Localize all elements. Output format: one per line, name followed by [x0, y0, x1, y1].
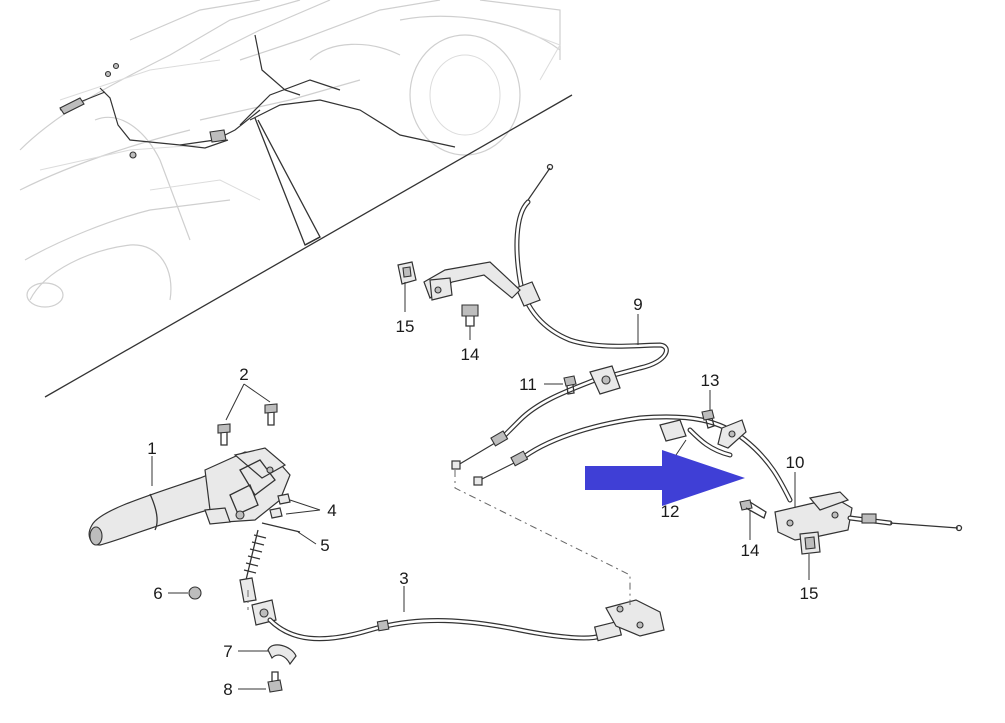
callout-labels: 1 2 3 4 5 6 7 8 9 10 11 12 13 14 14 15 1…: [147, 295, 818, 699]
part-5-spring: [261, 522, 301, 533]
callout-5: 5: [320, 536, 329, 555]
part-11-bolt: [563, 375, 577, 395]
callout-7: 7: [223, 642, 232, 661]
part-13-bolt: [701, 409, 715, 429]
callout-2: 2: [239, 365, 248, 384]
part-7-clamp: [267, 644, 297, 666]
callout-15-upper: 15: [396, 317, 415, 336]
part-8-bolt: [267, 671, 283, 693]
inset-callout-wedge: [254, 117, 321, 246]
callout-4: 4: [327, 501, 336, 520]
callout-12: 12: [661, 502, 680, 521]
part-3-front-cable: [239, 529, 665, 642]
part-14-right-bolt: [739, 499, 767, 519]
callout-6: 6: [153, 584, 162, 603]
callout-8: 8: [223, 680, 232, 699]
inset-boundary-line: [44, 94, 573, 398]
part-6-nut: [188, 586, 202, 600]
part-15-lower-bushing: [799, 531, 821, 555]
callout-15-lower: 15: [800, 584, 819, 603]
callout-13: 13: [701, 371, 720, 390]
highlight-arrow: [585, 450, 745, 506]
part-14-upper-bolt: [461, 304, 479, 327]
vehicle-inset: [19, 0, 561, 308]
part-4-clips: [269, 493, 291, 519]
callout-14-right: 14: [741, 541, 760, 560]
callout-10: 10: [786, 453, 805, 472]
cable-clip-center: [589, 365, 621, 395]
callout-3: 3: [399, 569, 408, 588]
part-1-hand-brake-lever: [88, 447, 291, 546]
alignment-line-cable-end: [454, 470, 631, 605]
part-15-upper-bushing: [397, 261, 417, 285]
part-9-rear-cable-left: [451, 163, 669, 470]
upper-bracket: [423, 261, 521, 301]
callout-11: 11: [519, 375, 537, 394]
part-10-rear-cable-right: [473, 414, 963, 541]
callout-14-upper: 14: [461, 345, 480, 364]
part-2-bolts: [217, 403, 278, 446]
callout-1: 1: [147, 439, 156, 458]
callout-9: 9: [633, 295, 642, 314]
